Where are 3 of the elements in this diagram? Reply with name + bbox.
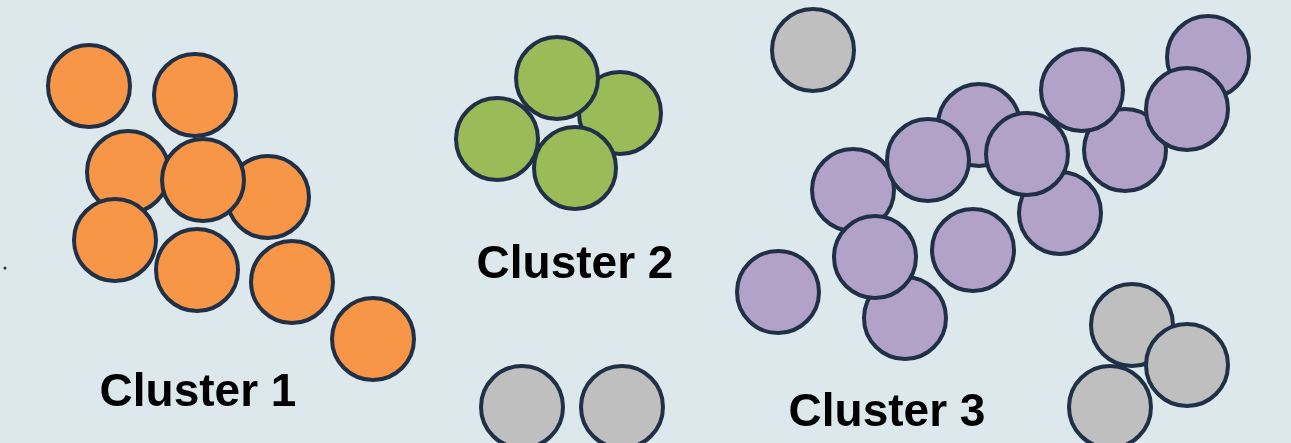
cluster-label: Cluster 3 <box>788 387 986 433</box>
cluster-label: Cluster 1 <box>99 367 297 413</box>
cluster-label: Cluster 2 <box>476 239 674 285</box>
